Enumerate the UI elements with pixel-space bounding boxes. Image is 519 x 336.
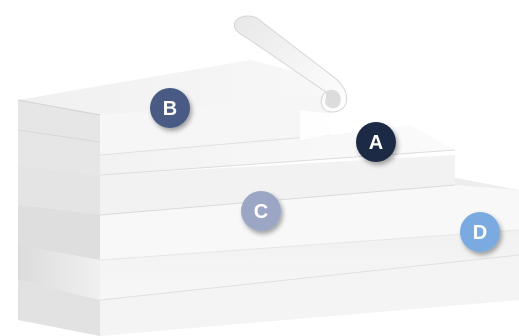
badge-c-circle bbox=[241, 191, 281, 231]
layer-b bbox=[17, 60, 456, 176]
badge-b-circle bbox=[150, 88, 190, 128]
layer-a-peel bbox=[233, 15, 348, 140]
badge-a-circle bbox=[356, 122, 396, 162]
badge-a: A bbox=[356, 122, 396, 162]
badge-d-label: D bbox=[473, 222, 487, 244]
badge-d: D bbox=[460, 212, 500, 252]
badge-c: C bbox=[241, 191, 281, 231]
badge-c-label: C bbox=[254, 201, 268, 223]
layer-c bbox=[18, 155, 519, 261]
badge-a-label: A bbox=[369, 132, 383, 154]
badge-b-label: B bbox=[163, 98, 177, 120]
badge-b: B bbox=[150, 88, 190, 128]
badge-d-circle bbox=[460, 212, 500, 252]
